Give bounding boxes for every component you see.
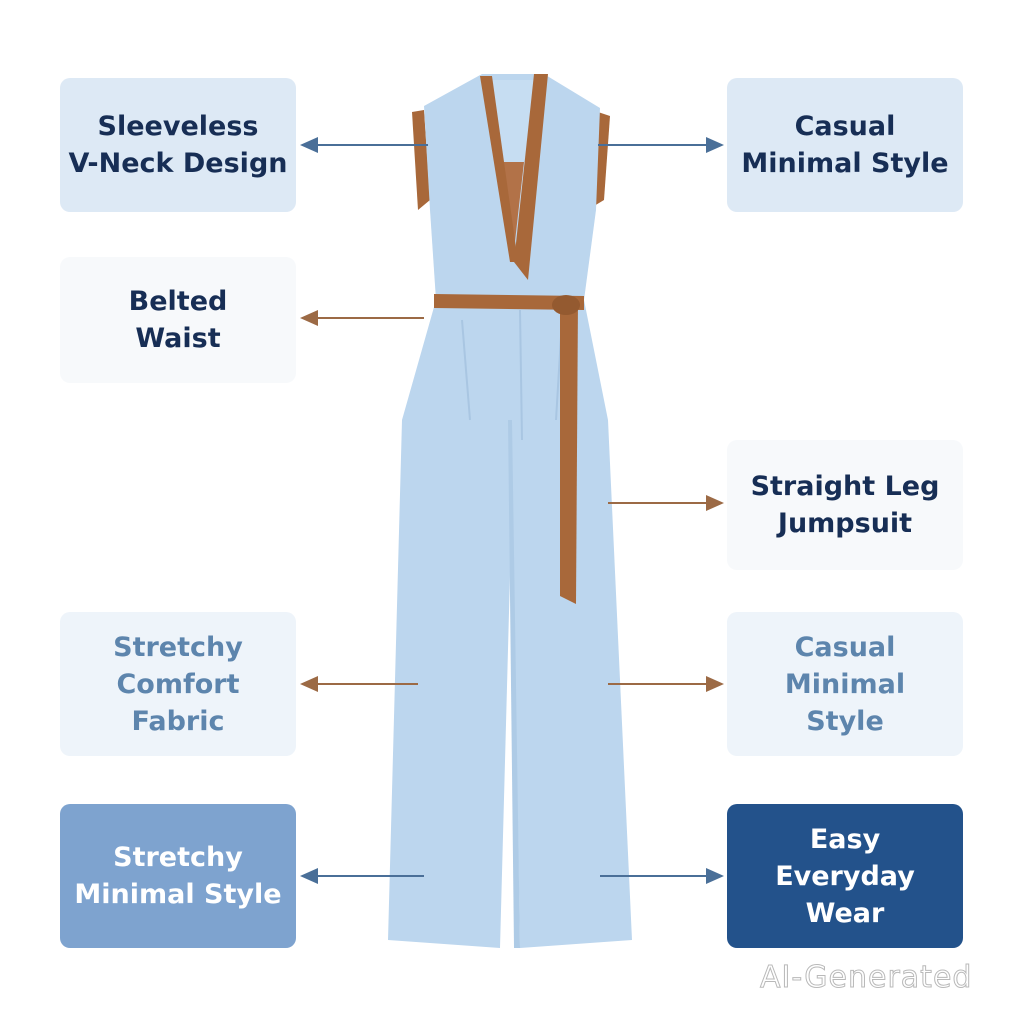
callout-line: Sleeveless (97, 111, 259, 142)
callout-line: Belted (128, 286, 228, 317)
callout-line: Stretchy (113, 842, 243, 873)
v-neck-trim (480, 76, 518, 262)
callout-line: V-Neck Design (68, 148, 288, 179)
ai-generated-watermark: AI-Generated (759, 960, 973, 996)
jumpsuit-pants (388, 300, 632, 948)
callout-line: Everyday (775, 860, 915, 892)
callout-stretchy-comfort-fabric: Stretchy Comfort Fabric (60, 612, 296, 756)
armhole-trim-left (412, 110, 430, 210)
callout-casual-minimal-style-2: Casual Minimal Style (727, 612, 963, 756)
callout-straight-leg-jumpsuit: Straight Leg Jumpsuit (727, 440, 963, 570)
callout-casual-minimal-style: Casual Minimal Style (727, 78, 963, 212)
callout-line: Easy (809, 823, 881, 855)
callout-line: Casual (794, 111, 896, 142)
callout-easy-everyday-wear: Easy Everyday Wear (727, 804, 963, 948)
callout-belted-waist: Belted Waist (60, 257, 296, 383)
callout-line: Casual (794, 631, 896, 663)
callout-line: Wear (805, 897, 885, 929)
callout-line: Jumpsuit (777, 508, 913, 539)
callout-line: Fabric (131, 705, 225, 737)
callout-line: Straight Leg (750, 471, 940, 502)
callout-line: Minimal Style (741, 148, 949, 179)
waist-belt (434, 294, 584, 310)
callout-line: Stretchy (113, 631, 243, 663)
callout-line: Minimal (784, 668, 906, 700)
belt-knot (552, 295, 580, 315)
callout-line: Waist (135, 323, 221, 354)
callout-line: Comfort (116, 668, 240, 700)
callout-line: Style (806, 705, 884, 737)
callout-sleeveless-v-neck: Sleeveless V-Neck Design (60, 78, 296, 212)
callout-line: Minimal Style (74, 879, 282, 910)
callout-stretchy-minimal-style: Stretchy Minimal Style (60, 804, 296, 948)
